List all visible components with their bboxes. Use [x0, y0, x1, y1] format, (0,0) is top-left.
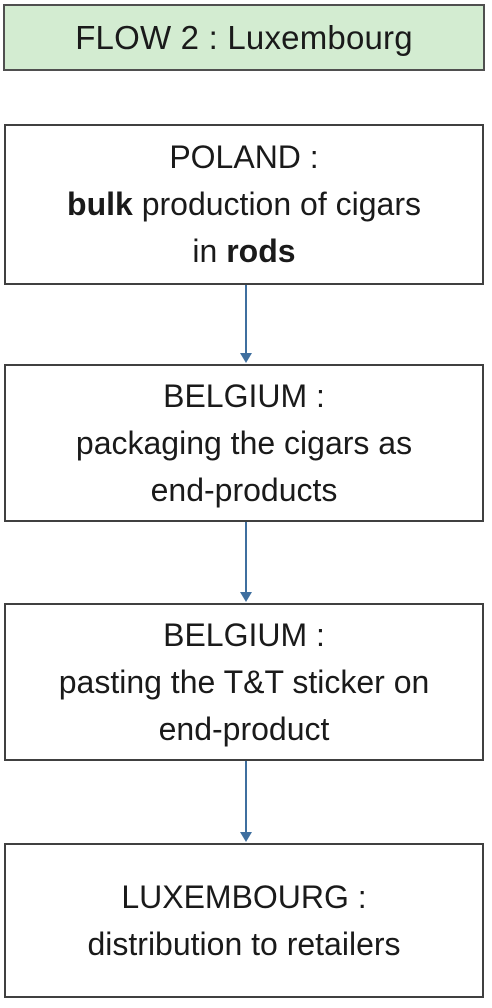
step-description-text: end-product [158, 710, 330, 747]
step-luxembourg-box: LUXEMBOURG : distribution to retailers [4, 843, 484, 998]
step-description-text: pasting the T&T sticker on [58, 663, 430, 700]
step-description-text: packaging the cigars as [75, 424, 413, 461]
step-poland-box: POLAND : bulk production of cigars in ro… [4, 124, 484, 285]
step-belgium-packaging-box: BELGIUM : packaging the cigars as end-pr… [4, 364, 484, 522]
step-description-text: end-products [150, 471, 338, 508]
step-heading: LUXEMBOURG : [121, 878, 367, 915]
emphasis-rods: rods [226, 233, 296, 269]
step-description-text: in [192, 233, 227, 269]
flow-title: FLOW 2 : Luxembourg [75, 18, 413, 56]
step-belgium-sticker-box: BELGIUM : pasting the T&T sticker on end… [4, 603, 484, 761]
step-description-line: in rods [192, 228, 295, 275]
flow-arrow [240, 522, 252, 602]
step-description-text: distribution to retailers [87, 925, 401, 962]
step-description-text: production of cigars [132, 186, 421, 222]
step-heading: BELGIUM : [163, 377, 325, 414]
flow-arrow [240, 761, 252, 842]
step-heading: BELGIUM : [163, 616, 325, 653]
emphasis-bulk: bulk [67, 186, 133, 222]
step-description-line: bulk production of cigars [67, 181, 421, 228]
flow-title-box: FLOW 2 : Luxembourg [3, 4, 485, 71]
flow-arrow [240, 285, 252, 363]
step-heading: POLAND : [169, 139, 319, 175]
